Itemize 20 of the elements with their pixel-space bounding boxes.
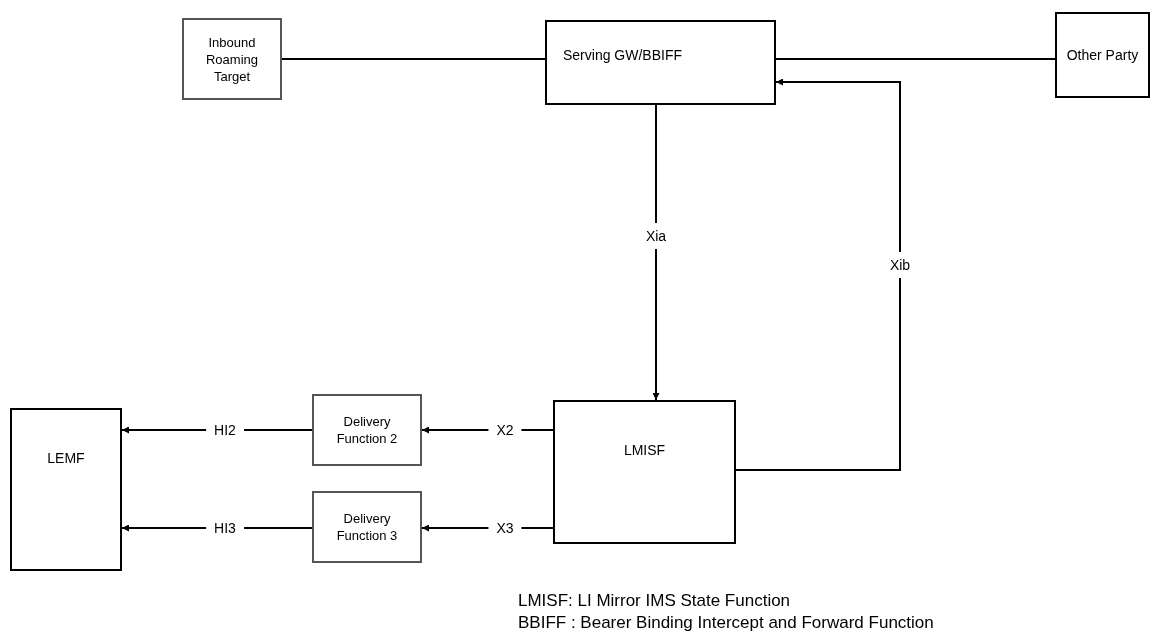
footnote: BBIFF : Bearer Binding Intercept and Forward Function <box>518 612 934 634</box>
footnote: LMISF: LI Mirror IMS State Function <box>518 590 792 612</box>
connector-line <box>281 58 546 60</box>
box-label: Inbound Roaming Target <box>205 33 259 85</box>
box-label: LEMF <box>46 449 86 468</box>
process-box <box>545 20 776 105</box>
connector-line <box>775 58 1056 60</box>
box-label: Serving GW/BBIFF <box>562 45 684 65</box>
process-box <box>312 491 422 563</box>
process-box <box>312 394 422 466</box>
process-box <box>1055 12 1150 98</box>
box-label: Delivery Function 2 <box>335 413 399 447</box>
box-label: LMISF <box>622 441 667 460</box>
process-box <box>182 18 282 100</box>
box-label: Other Party <box>1065 46 1140 65</box>
process-box <box>553 400 736 544</box>
arrow <box>735 78 901 471</box>
arrow <box>652 104 660 401</box>
process-box <box>10 408 122 571</box>
box-label: Delivery Function 3 <box>335 510 399 544</box>
